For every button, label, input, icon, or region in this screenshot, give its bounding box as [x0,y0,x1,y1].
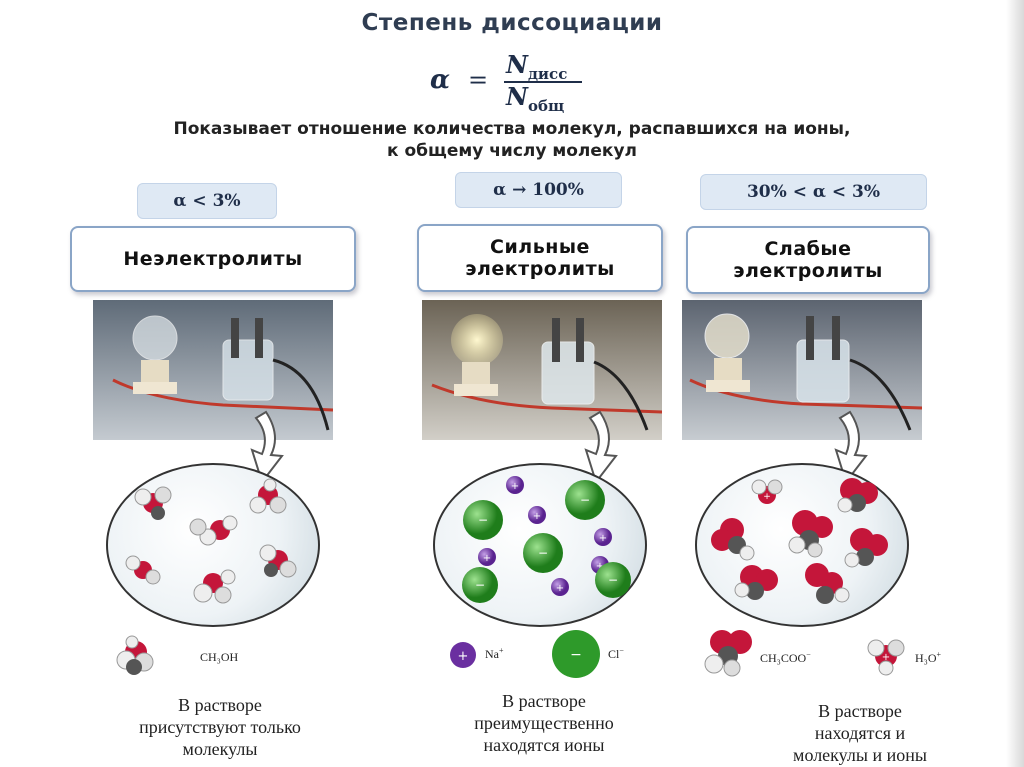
chloride-ion: − [462,567,498,603]
category-weak-electrolytes: Слабые электролиты [686,226,930,294]
legend-label-sodium: Na+ [485,646,504,661]
sodium-ion: + [528,506,546,524]
legend-label-hydronium: H₃O+ [915,650,942,665]
methanol-molecule [125,555,161,585]
svg-text:+: + [458,649,469,664]
svg-text:+: + [511,481,519,492]
acetic-acid-molecule [837,478,878,513]
alpha-box-strong: α → 100% [455,172,622,208]
acetate-ion [734,565,778,600]
svg-text:+: + [882,652,890,663]
acetate-legend-icon [704,630,752,677]
methanol-molecule [189,515,238,546]
category-label-line-2: электролиты [465,258,615,280]
methanol-molecule [134,486,172,520]
chloride-ion: − [595,562,631,598]
page-edge-shadow [1006,0,1024,767]
category-label: Неэлектролиты [123,248,303,270]
formula-alpha: α [430,65,451,95]
svg-text:−: − [580,493,590,507]
alpha-box-nonelectrolytes: α < 3% [137,183,277,219]
methanol-molecule [249,478,287,514]
description-line-1: Показывает отношение количества молекул,… [173,119,851,139]
caption-line: находятся и [814,723,906,743]
svg-text:−: − [538,546,548,560]
caption-line: В растворе [178,695,262,715]
acetic-acid-molecule [844,528,888,568]
sodium-ion-legend-icon: + [450,642,476,668]
caption-line: молекулы и ионы [793,745,927,765]
description-line-2: к общему числу молекул [387,141,637,161]
chloride-ion: − [463,500,503,540]
category-strong-electrolytes: Сильные электролиты [417,224,663,292]
arrow-down-icon [834,410,868,485]
sodium-ion: + [594,528,612,546]
svg-text:+: + [483,553,491,564]
caption-line: молекулы [182,739,258,759]
methanol-molecule [259,544,297,578]
caption-strong-electrolytes: В растворе преимущественно находятся ион… [424,690,664,756]
category-nonelectrolytes: Неэлектролиты [70,226,356,292]
hydronium-legend-icon: + [867,639,905,676]
apparatus-photo-weak [682,300,922,440]
caption-line: В растворе [818,701,902,721]
chloride-ion: − [523,533,563,573]
chloride-ion: − [565,480,605,520]
svg-text:+: + [556,583,564,594]
slide-title: Степень диссоциации [361,10,663,36]
caption-line: В растворе [502,691,586,711]
svg-text:−: − [475,578,485,592]
dissociation-formula: α = Nдисс Nобщ [430,50,600,115]
hydronium-ion: + [751,479,783,504]
sodium-ion: + [478,548,496,566]
sodium-ion: + [506,476,524,494]
chloride-ion-legend-icon: − [552,630,600,678]
apparatus-photo-strong [422,300,662,440]
svg-text:+: + [763,492,771,502]
solution-circle-strong: + − − + − + + + − + − [433,463,647,627]
methanol-legend-icon [116,635,154,675]
arrow-down-icon [584,410,618,485]
formula-denominator: Nобщ [506,82,565,115]
caption-line: преимущественно [474,713,614,733]
legend-label-methanol: CH₃OH [200,650,239,664]
svg-text:+: + [533,511,541,522]
fraction-bar [504,81,582,83]
svg-text:−: − [478,513,488,527]
svg-text:+: + [596,561,604,572]
acetic-acid-molecule [805,563,850,604]
alpha-box-weak: 30% < α < 3% [700,174,927,210]
formula-numerator: Nдисс [506,50,568,83]
solution-circle-nonelectrolyte [106,463,320,627]
category-label-line-1: Слабые [764,238,852,260]
svg-text:+: + [599,533,607,544]
methanol-molecule [193,569,236,604]
legend-label-chloride: Cl− [608,646,624,661]
svg-text:−: − [570,647,582,663]
arrow-down-icon [250,410,284,485]
solution-circle-weak: + [695,463,909,627]
legend-label-acetate: CH₃COO− [760,650,811,665]
caption-weak-electrolytes: В растворе находятся и молекулы и ионы [760,700,960,766]
sodium-ion: + [551,578,569,596]
formula-equals: = [468,66,489,94]
apparatus-photo-nonelectrolyte [93,300,333,440]
caption-line: присутствуют только [139,717,301,737]
category-label-line-1: Сильные [490,236,590,258]
category-label-line-2: электролиты [733,260,883,282]
caption-line: находятся ионы [483,735,605,755]
acetic-acid-molecule [711,518,755,561]
caption-nonelectrolytes: В растворе присутствуют только молекулы [100,694,340,760]
acetate-ion [788,510,833,558]
svg-text:−: − [608,573,618,587]
description: Показывает отношение количества молекул,… [0,118,1024,162]
